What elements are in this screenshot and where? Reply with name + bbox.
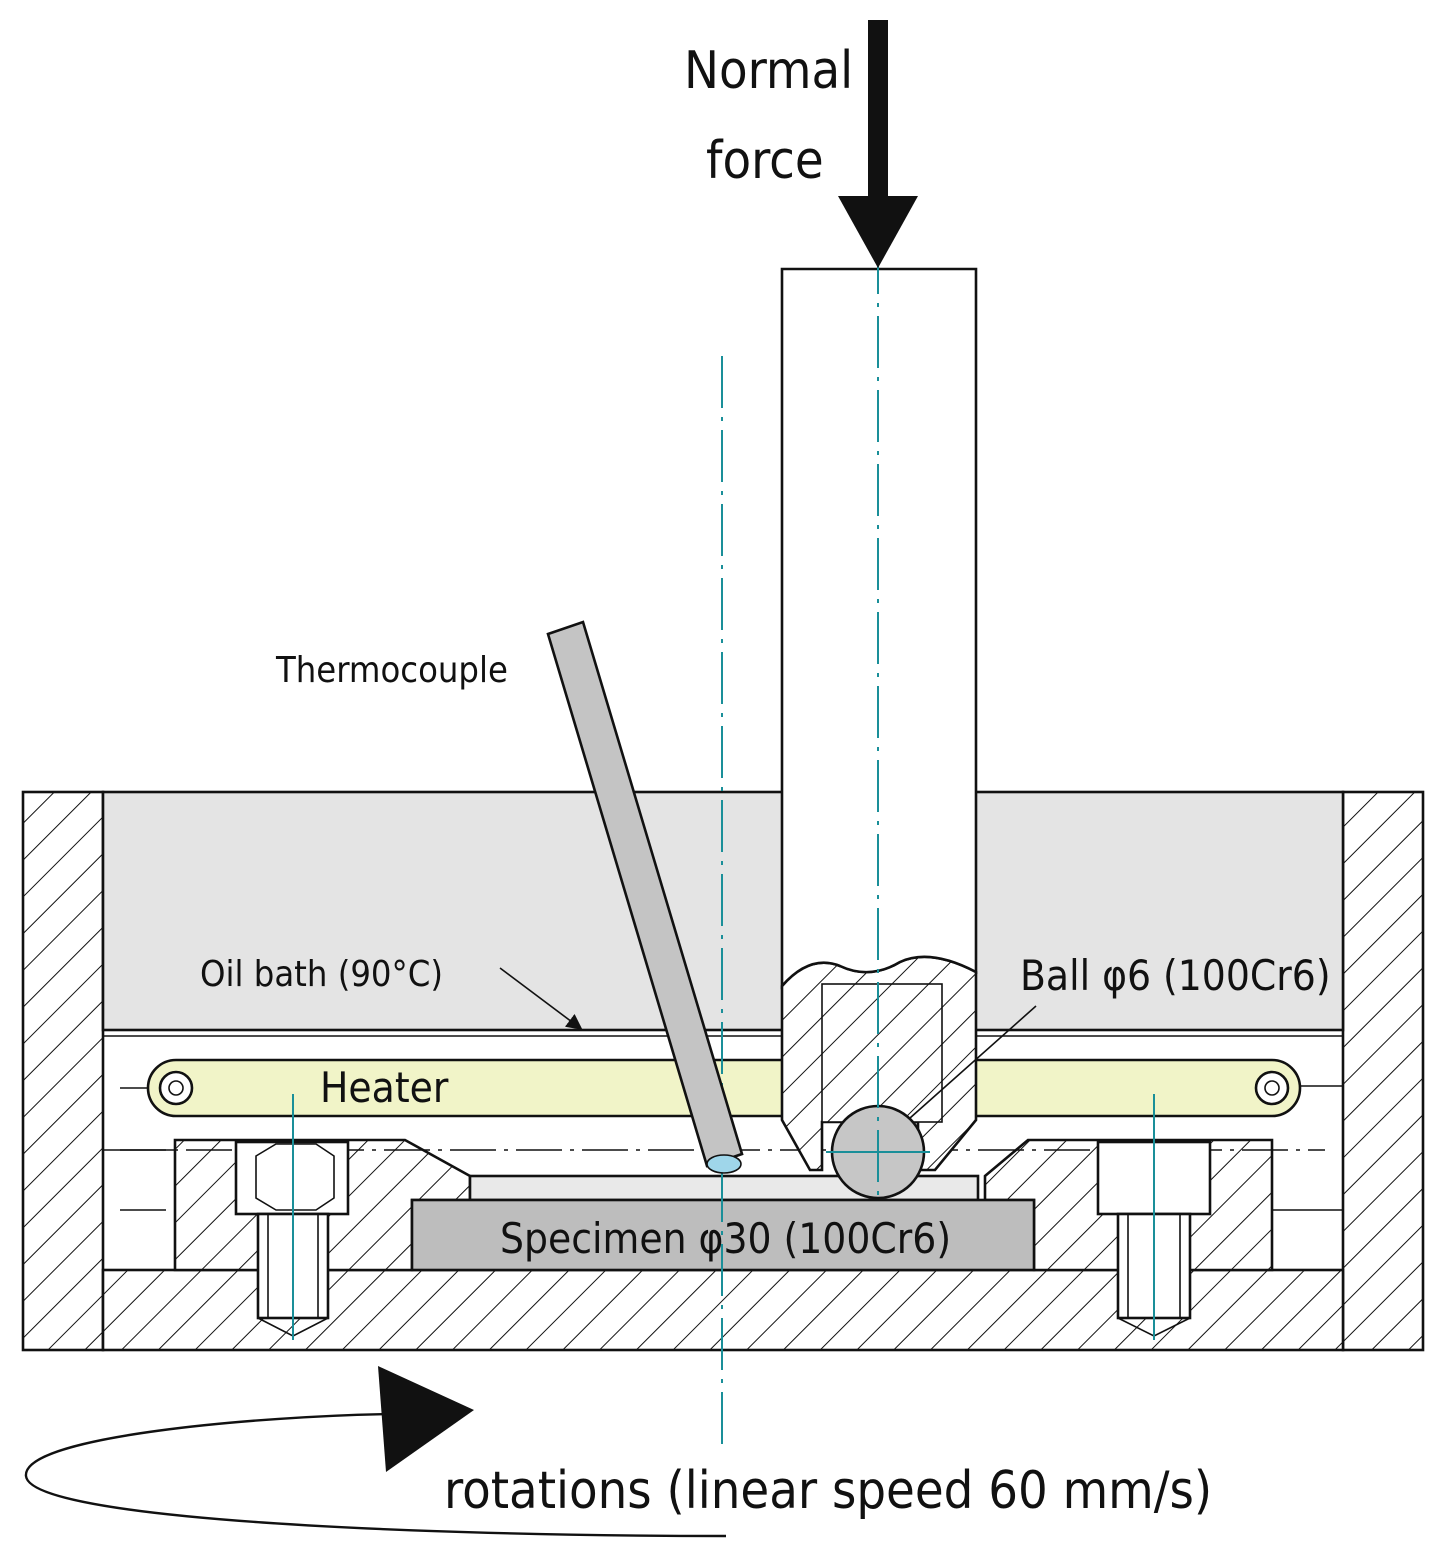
heater-end-right-core [1264, 1080, 1280, 1096]
force-arrow-head [838, 196, 918, 268]
bolt-left-hex [255, 1143, 335, 1211]
down-arrow-icon [838, 20, 918, 268]
thermocouple-tip [706, 1154, 742, 1174]
oil-bath-leader [499, 967, 583, 1030]
force-arrow-shaft [868, 20, 888, 200]
heater-label: Heater [320, 1063, 449, 1112]
thermocouple-probe [546, 620, 744, 1168]
ball-label: Ball φ6 (100Cr6) [1020, 951, 1331, 1000]
thermocouple-label: Thermocouple [275, 650, 508, 691]
ball-holder-bore [821, 983, 943, 1123]
housing-left-wall [21, 790, 105, 1352]
oil-bath-label: Oil bath (90°C) [200, 954, 443, 995]
bolt-right [1096, 1094, 1212, 1340]
normal-force-label-line2: force [706, 131, 824, 191]
thermocouple: Thermocouple [275, 620, 744, 1174]
bolt-left [234, 1094, 350, 1340]
rotation-arrow-path [24, 1412, 727, 1538]
housing-right-wall [1341, 790, 1425, 1352]
ball-leader [909, 1005, 1037, 1119]
rotation-arrow-head [378, 1366, 474, 1472]
normal-force-label-line1: Normal [684, 41, 853, 101]
rotations-label: rotations (linear speed 60 mm/s) [444, 1461, 1212, 1521]
rotation-arrow-icon [24, 1366, 727, 1538]
specimen-label: Specimen φ30 (100Cr6) [500, 1214, 951, 1263]
heater-end-left-core [168, 1080, 184, 1096]
